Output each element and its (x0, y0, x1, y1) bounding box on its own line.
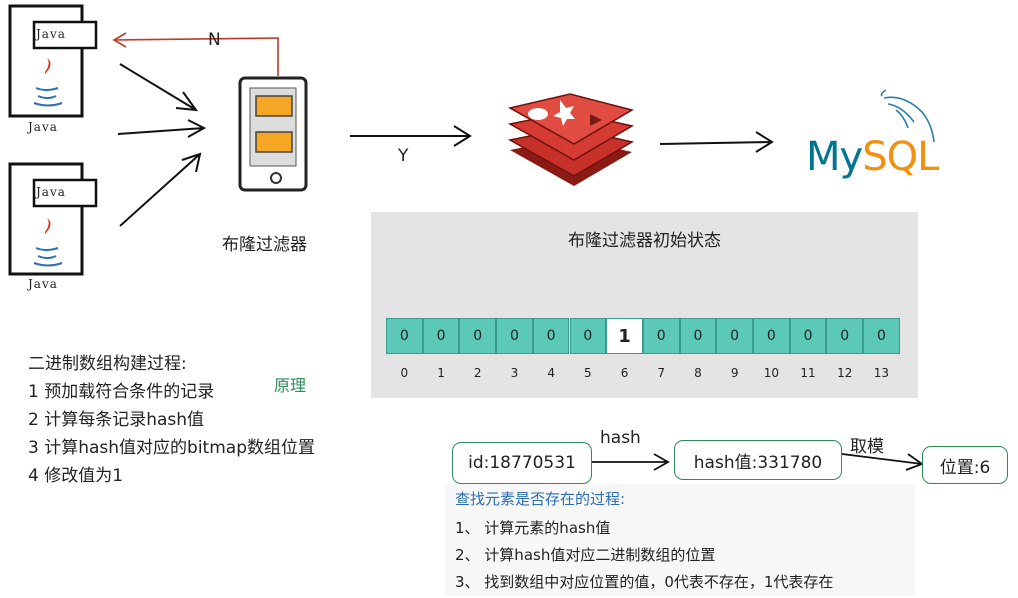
bit-cell-3: 0 (496, 318, 533, 354)
principle-label: 原理 (274, 376, 307, 395)
bit-index-12: 12 (837, 366, 853, 380)
java-client-2-icon (8, 162, 98, 276)
build-heading: 二进制数组构建过程: (28, 354, 187, 374)
bit-index-4: 4 (547, 366, 555, 380)
build-step-4: 4 修改值为1 (28, 466, 124, 486)
mysql-logo-text: MySQL (806, 134, 939, 180)
lookup-panel (445, 484, 915, 596)
build-step-2: 2 计算每条记录hash值 (28, 410, 205, 430)
java-tag-1: Java (36, 27, 66, 41)
panel-title: 布隆过滤器初始状态 (568, 231, 721, 251)
build-step-1: 1 预加载符合条件的记录 (28, 382, 215, 402)
bit-cell-5: 0 (569, 318, 607, 354)
bit-index-7: 7 (657, 366, 666, 380)
bloom-filter-device-icon (238, 76, 308, 192)
yes-arrow (350, 125, 472, 147)
bit-index-9: 9 (730, 366, 739, 380)
mysql-dolphin-icon (880, 89, 935, 143)
mod-label: 取模 (850, 437, 884, 457)
bit-cell-6: 1 (606, 318, 643, 354)
bit-index-0: 0 (400, 366, 409, 380)
bit-index-5: 5 (584, 366, 592, 380)
yes-label: Y (398, 146, 409, 166)
filter-caption: 布隆过滤器 (222, 235, 307, 255)
bit-cell-12: 0 (826, 318, 864, 354)
lookup-step-3: 3、 找到数组中对应位置的值，0代表不存在，1代表存在 (455, 573, 834, 591)
bit-index-11: 11 (800, 366, 816, 380)
bit-index-1: 1 (437, 366, 445, 380)
position-box: 位置:6 (922, 446, 1008, 484)
bit-cell-0: 0 (386, 318, 423, 354)
bit-cell-1: 0 (422, 318, 460, 354)
bit-cell-11: 0 (789, 318, 827, 354)
bit-cell-13: 0 (863, 318, 900, 354)
java-caption-2: Java (28, 277, 58, 291)
no-label: N (208, 30, 221, 50)
redis-icon (507, 93, 635, 186)
bit-index-3: 3 (510, 366, 519, 380)
redis-to-mysql-arrow (659, 131, 774, 153)
mysql-my: My (806, 134, 863, 180)
java-tag-2: Java (36, 185, 66, 199)
hash-label: hash (600, 428, 641, 448)
lookup-heading: 查找元素是否存在的过程: (455, 490, 626, 508)
bit-index-8: 8 (694, 366, 702, 380)
build-step-3: 3 计算hash值对应的bitmap数组位置 (28, 438, 315, 458)
bit-cell-4: 0 (532, 318, 570, 354)
mysql-sql: SQL (862, 134, 939, 180)
build-process: 二进制数组构建过程: 1 预加载符合条件的记录 2 计算每条记录hash值 3 … (28, 350, 315, 490)
lookup-step-2: 2、 计算hash值对应二进制数组的位置 (455, 546, 716, 564)
no-return-arrow (112, 32, 279, 76)
lookup-step-1: 1、 计算元素的hash值 (455, 519, 611, 537)
bit-index-13: 13 (873, 366, 890, 380)
bit-cell-8: 0 (679, 318, 717, 354)
bit-index-2: 2 (473, 366, 482, 380)
bit-cell-7: 0 (642, 318, 680, 354)
lookup-steps: 1、 计算元素的hash值 2、 计算hash值对应二进制数组的位置 3、 找到… (455, 515, 833, 596)
java-client-1-icon (8, 4, 98, 118)
client-to-filter-arrows (117, 63, 207, 227)
hash-value-box: hash值:331780 (674, 440, 842, 480)
bit-cell-2: 0 (459, 318, 497, 354)
id-box: id:18770531 (452, 442, 592, 484)
bit-cell-10: 0 (753, 318, 790, 354)
bit-cell-9: 0 (716, 318, 753, 354)
java-caption-1: Java (28, 120, 58, 134)
bit-index-6: 6 (620, 366, 629, 380)
bit-index-10: 10 (763, 366, 779, 380)
